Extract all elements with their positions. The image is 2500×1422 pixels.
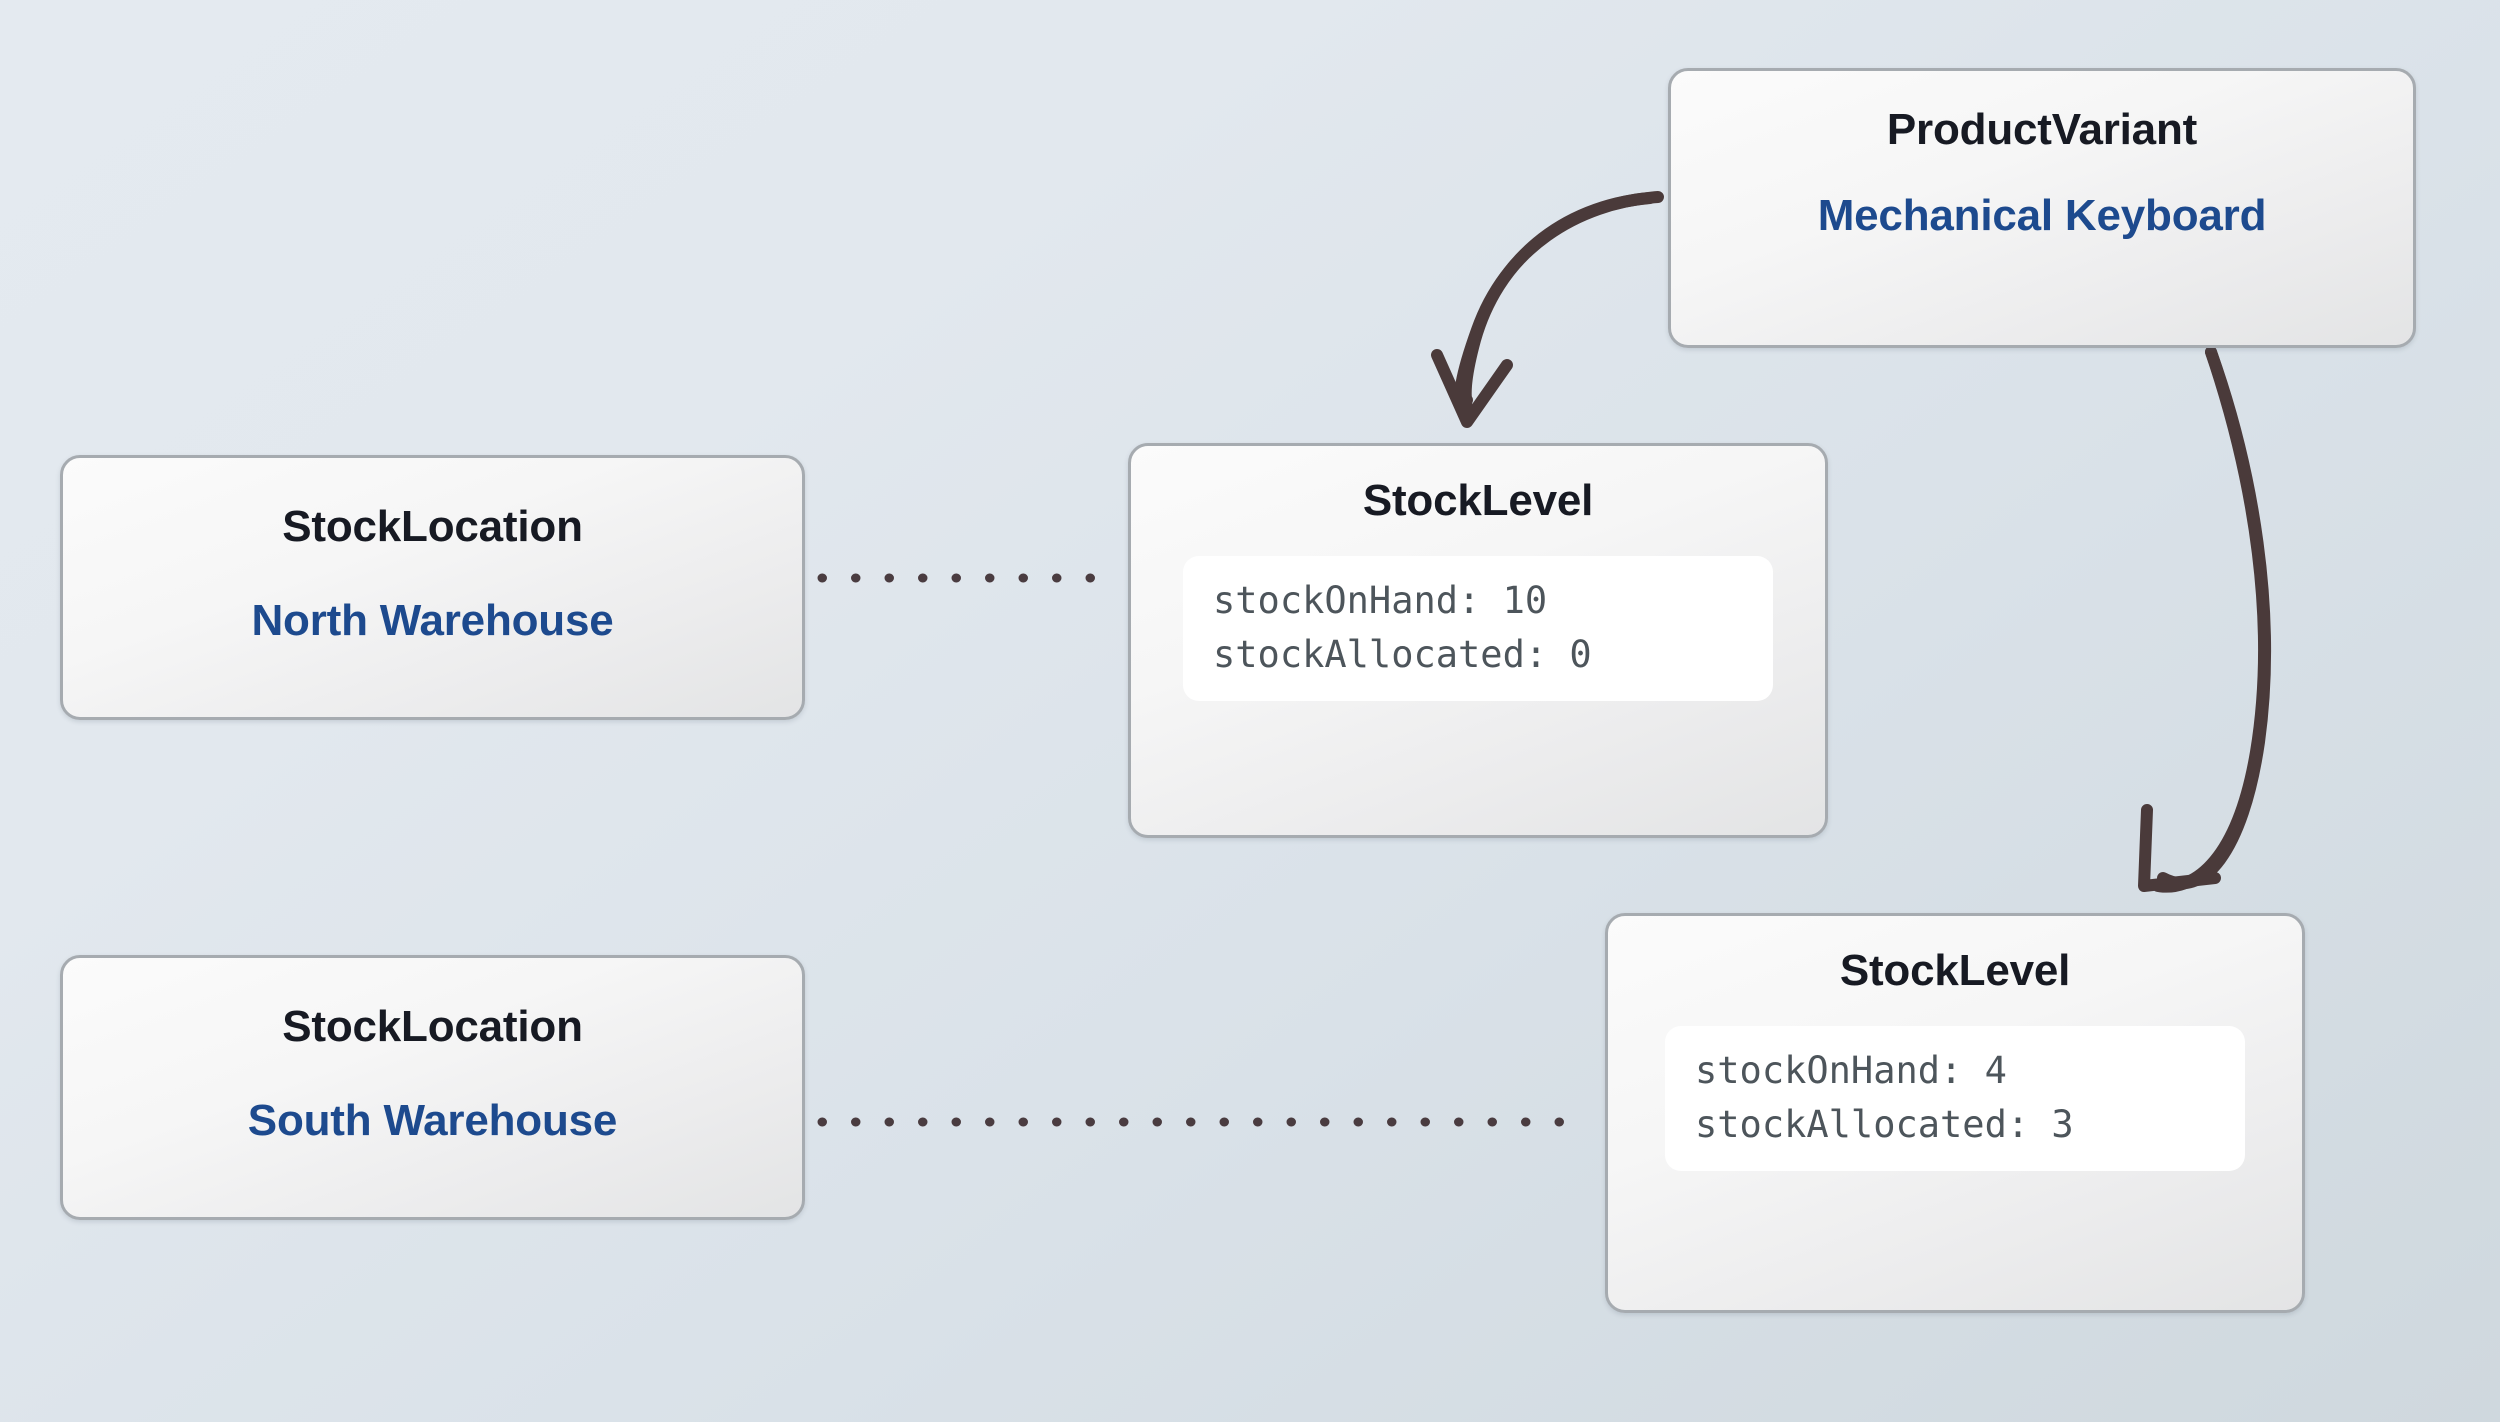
node-title: StockLocation — [282, 502, 583, 551]
field-stock-on-hand: stockOnHand: 10 — [1213, 579, 1548, 623]
node-stocklevel-1[interactable]: StockLevel stockOnHand: 10 stockAllocate… — [1128, 443, 1828, 838]
node-stocklocation-north[interactable]: StockLocation North Warehouse — [60, 455, 805, 720]
edge-variant-to-level-1 — [1431, 191, 1664, 428]
stock-fields-panel: stockOnHand: 4 stockAllocated: 3 — [1665, 1026, 2245, 1172]
node-label: South Warehouse — [247, 1096, 618, 1146]
edge-variant-to-level-2 — [2138, 346, 2272, 893]
node-stocklevel-2[interactable]: StockLevel stockOnHand: 4 stockAllocated… — [1605, 913, 2305, 1313]
field-stock-on-hand: stockOnHand: 4 — [1695, 1049, 2007, 1093]
node-stocklocation-south[interactable]: StockLocation South Warehouse — [60, 955, 805, 1220]
node-label: North Warehouse — [251, 596, 614, 646]
field-stock-allocated: stockAllocated: 3 — [1695, 1102, 2074, 1146]
node-label: Mechanical Keyboard — [1817, 191, 2267, 241]
field-stock-allocated: stockAllocated: 0 — [1213, 632, 1592, 676]
node-title: StockLevel — [1839, 946, 2071, 995]
node-productvariant[interactable]: ProductVariant Mechanical Keyboard — [1668, 68, 2416, 348]
stock-fields-panel: stockOnHand: 10 stockAllocated: 0 — [1183, 556, 1773, 702]
node-title: StockLevel — [1362, 476, 1594, 525]
node-title: ProductVariant — [1886, 105, 2198, 154]
node-title: StockLocation — [282, 1002, 583, 1051]
